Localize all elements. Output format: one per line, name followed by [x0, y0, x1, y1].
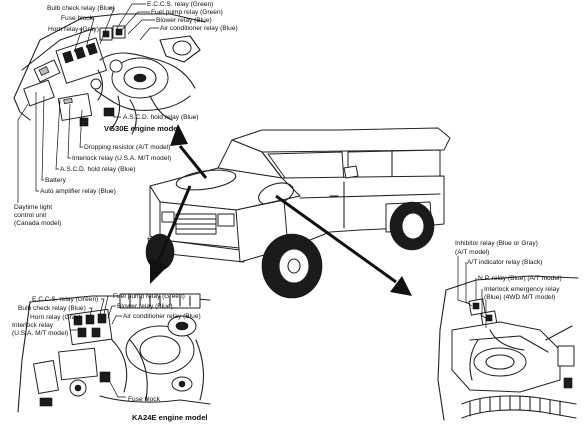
vg30e-daytime-light-label-line1: Daytime light: [14, 204, 52, 211]
vg30e-eccs-relay-label: E.C.C.S. relay (Green): [147, 1, 213, 8]
interlock-emergency-relay-label-line1: Interlock emergency relay: [484, 286, 560, 293]
arrow-to-interior: [390, 276, 412, 296]
interior-illustration: [437, 275, 579, 421]
ka24e-interlock-relay-label-line2: (U.S.A. M/T model): [12, 330, 68, 337]
arrow-to-ka24e: [150, 258, 168, 284]
ka24e-labels: E.C.C.S. relay (Green) Fuel pump relay (…: [12, 293, 208, 422]
ka24e-air-conditioner-relay-label: Air conditioner relay (Blue): [123, 313, 201, 320]
inhibitor-relay-label-line2: (A/T model): [455, 249, 489, 256]
inhibitor-relay-label-line1: Inhibitor relay (Blue or Gray): [455, 240, 538, 247]
ka24e-leader-lines: [70, 295, 126, 398]
vg30e-ascd-hold-relay-label-2: A.S.C.D. hold relay (Blue): [60, 166, 136, 173]
ka24e-horn-relay-label: Horn relay (Gray): [30, 314, 81, 321]
interior-leader-lines: [457, 256, 487, 328]
vg30e-daytime-light-label-line3: (Canada model): [14, 220, 61, 227]
arrow-to-vg30e: [170, 124, 188, 146]
ka24e-fuel-pump-relay-label: Fuel pump relay (Green): [113, 293, 185, 300]
vg30e-bulb-check-relay-label: Bulb check relay (Blue): [47, 5, 115, 12]
np-relay-label: N.P. relay (Blue) (A/T model): [478, 275, 562, 282]
interlock-emergency-relay-label-line2: (Blue) (4WD M/T model): [484, 294, 555, 301]
vg30e-horn-relay-label: Horn relay (Gray): [48, 26, 99, 33]
pointer-arrows: [150, 124, 412, 296]
vg30e-air-conditioner-relay-label: Air conditioner relay (Blue): [160, 25, 238, 32]
ka24e-interlock-relay-label-line1: Interlock relay: [12, 322, 54, 329]
vg30e-fuse-block-label: Fuse block: [61, 15, 94, 22]
vg30e-engine-illustration: [13, 13, 206, 135]
interior-labels: Inhibitor relay (Blue or Gray) (A/T mode…: [455, 240, 562, 301]
vg30e-labels: Bulb check relay (Blue) Fuse block Horn …: [14, 1, 238, 227]
vg30e-auto-amplifier-relay-label: Auto amplifier relay (Blue): [40, 188, 116, 195]
vg30e-title: VG30E engine model: [104, 124, 180, 133]
vg30e-blower-relay-label: Blower relay (Blue): [156, 17, 212, 24]
ka24e-blower-relay-label: Blower relay (Blue): [117, 303, 173, 310]
ka24e-eccs-relay-label: E.C.C.S. relay (Green): [32, 296, 98, 303]
ka24e-engine-illustration: [17, 293, 211, 413]
ka24e-title: KA24E engine model: [132, 413, 208, 422]
vg30e-dropping-resistor-label: Dropping resistor (A/T model): [84, 144, 170, 151]
vg30e-fuel-pump-relay-label: Fuel pump relay (Green): [151, 9, 223, 16]
vg30e-interlock-relay-label: Interlock relay (U.S.A. M/T model): [72, 155, 171, 162]
vg30e-ascd-hold-relay-label: A.S.C.D. hold relay (Blue): [123, 114, 199, 121]
vg30e-battery-label: Battery: [45, 177, 67, 184]
vg30e-daytime-light-label-line2: control unit: [14, 212, 46, 219]
vg30e-leader-lines: [17, 3, 159, 203]
ka24e-bulb-check-relay-label: Bulb check relay (Blue): [18, 305, 86, 312]
at-indicator-relay-label: A/T indicator relay (Black): [467, 259, 542, 266]
ka24e-fuse-block-label: Fuse block: [128, 396, 161, 403]
